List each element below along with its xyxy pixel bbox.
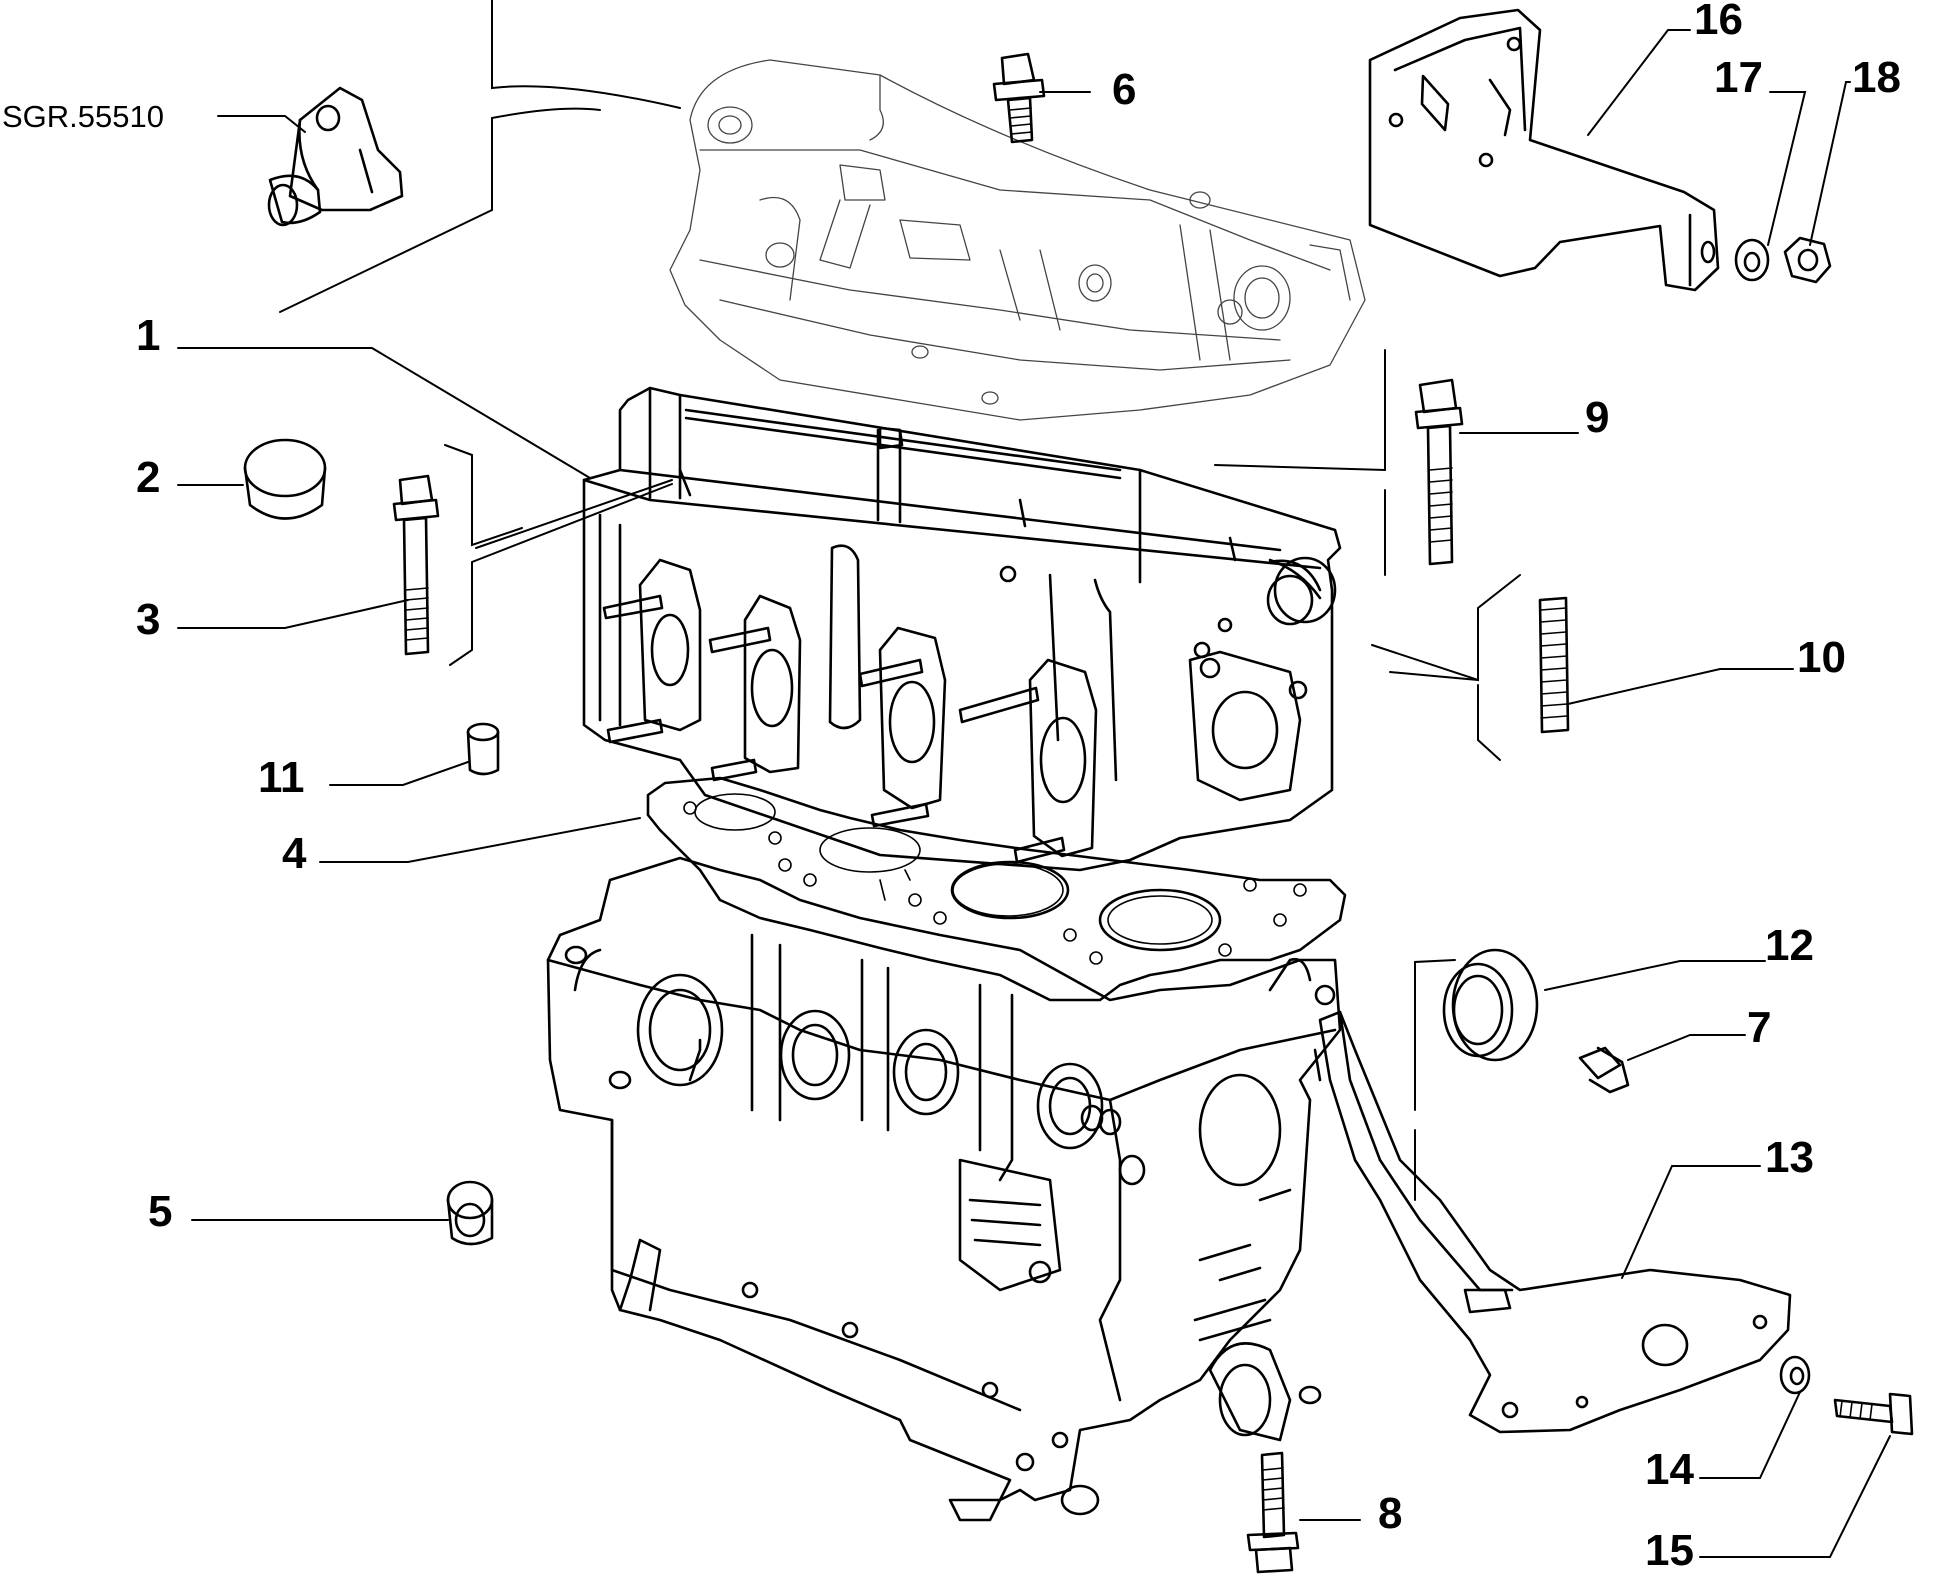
callout-17: 17 [1714,53,1763,102]
assembly-bracket-line [279,107,601,313]
assembly-bracket-line [491,0,681,109]
part-bracket-line [1389,671,1479,681]
part-bracket-line [1414,959,1456,1111]
tappet-part [243,438,327,520]
callout-4: 4 [282,829,307,878]
part-bracket-line [444,444,523,547]
callout-10: 10 [1797,633,1846,682]
callout-11: 11 [258,753,305,802]
head-gasket-part [646,776,1347,1002]
leader-lines [177,29,1891,1558]
callout-labels: SGR.55510 1 2 3 4 5 6 7 8 9 10 11 12 13 … [2,0,1901,1575]
sensor-part [267,86,404,227]
callout-5: 5 [148,1187,172,1236]
bolt-part [1246,1451,1300,1574]
callout-3: 3 [136,595,160,644]
stud-part [1538,596,1570,734]
plug-part [1578,1046,1630,1094]
engine-block-part [546,856,1342,1522]
callout-6: 6 [1112,65,1136,114]
callout-14: 14 [1645,1445,1694,1494]
part-bracket-line [449,561,473,666]
part-bracket-line [471,483,673,563]
washer-part [1779,1355,1811,1395]
oil-seal-part [1442,948,1539,1062]
head-bolt-part [392,474,440,656]
callout-7: 7 [1747,1003,1771,1052]
support-arm-part [1314,984,1792,1434]
dowel-part [466,722,500,776]
callout-15: 15 [1645,1526,1694,1575]
bolt-part [1414,378,1464,566]
part-bracket-line [1477,684,1501,761]
callout-1: 1 [136,311,160,360]
bolt-part [992,52,1046,144]
callout-13: 13 [1765,1133,1814,1182]
manifold-assembly [669,59,1366,421]
part-bracket-line [475,479,673,549]
cylinder-head-part [582,386,1342,872]
callout-8: 8 [1378,1489,1402,1538]
bracket-part [1368,8,1720,292]
bolt-part [1833,1392,1914,1436]
washer-part [1734,238,1770,282]
callout-2: 2 [136,453,160,502]
part-bracket-line [1371,574,1521,682]
callout-18: 18 [1852,53,1901,102]
callout-12: 12 [1765,921,1814,970]
plug-part [446,1180,494,1246]
callout-16: 16 [1694,0,1743,44]
callout-9: 9 [1585,393,1609,442]
part-bracket-line [1214,349,1386,472]
nut-part [1783,236,1832,284]
reference-code-label: SGR.55510 [2,99,164,134]
